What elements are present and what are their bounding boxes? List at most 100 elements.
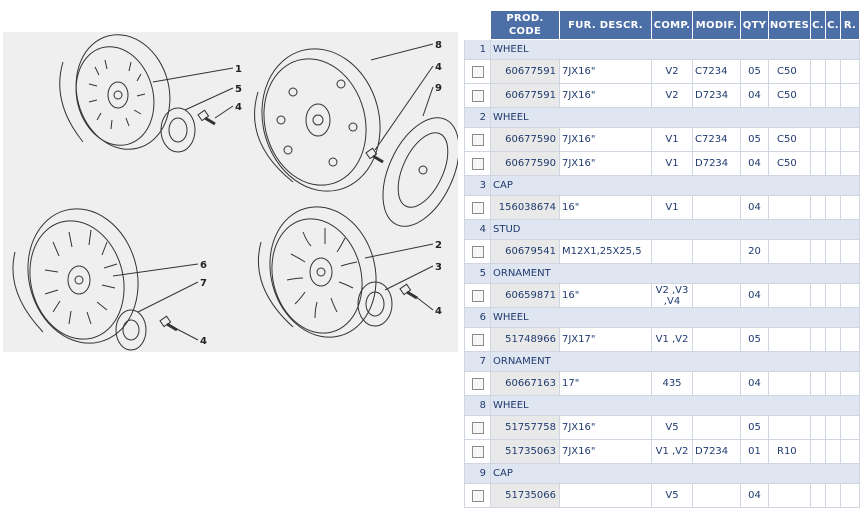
- group-name: WHEEL: [490, 395, 860, 416]
- description-cell: 17": [559, 371, 652, 396]
- description-cell: 7JX17": [559, 327, 652, 352]
- group-name: CAP: [490, 175, 860, 196]
- group-number: 1: [464, 39, 491, 60]
- col-comp: COMP.: [651, 10, 693, 40]
- prod-code-cell[interactable]: 156038674: [490, 195, 560, 220]
- c1-cell: [810, 415, 826, 440]
- row-select-cell: [464, 239, 491, 264]
- group-name: WHEEL: [490, 107, 860, 128]
- c2-cell: [825, 151, 841, 176]
- c1-cell: [810, 195, 826, 220]
- comp-cell: V5: [651, 483, 693, 508]
- callout-4d: 4: [435, 306, 442, 317]
- row-checkbox[interactable]: [471, 65, 484, 78]
- prod-code-cell[interactable]: 60677590: [490, 127, 560, 152]
- row-checkbox[interactable]: [471, 201, 484, 214]
- row-select-cell: [464, 283, 491, 308]
- group-name: ORNAMENT: [490, 263, 860, 284]
- row-checkbox[interactable]: [471, 377, 484, 390]
- c2-cell: [825, 415, 841, 440]
- row-checkbox[interactable]: [471, 289, 484, 302]
- table-header-row: PROD. CODE FUR. DESCR. COMP. MODIF. QTY …: [464, 10, 860, 40]
- col-prod-code: PROD. CODE: [490, 10, 560, 40]
- comp-cell: [651, 239, 693, 264]
- c1-cell: [810, 127, 826, 152]
- group-name: ORNAMENT: [490, 351, 860, 372]
- comp-cell: V1: [651, 195, 693, 220]
- row-select-cell: [464, 371, 491, 396]
- ornament-7-drawing: [115, 309, 147, 351]
- notes-cell: [768, 239, 811, 264]
- modif-cell: D7234: [692, 83, 741, 108]
- c1-cell: [810, 439, 826, 464]
- modif-cell: [692, 483, 741, 508]
- prod-code-cell[interactable]: 60667163: [490, 371, 560, 396]
- r-cell: [840, 127, 860, 152]
- wheel-8-drawing: [254, 48, 381, 192]
- c1-cell: [810, 151, 826, 176]
- row-checkbox[interactable]: [471, 89, 484, 102]
- c2-cell: [825, 371, 841, 396]
- callout-2: 2: [435, 240, 442, 251]
- qty-cell: 04: [740, 283, 769, 308]
- notes-cell: R10: [768, 439, 811, 464]
- r-cell: [840, 371, 860, 396]
- r-cell: [840, 195, 860, 220]
- notes-cell: [768, 327, 811, 352]
- comp-cell: V2 ,V3,V4: [651, 283, 693, 308]
- qty-cell: 05: [740, 59, 769, 84]
- notes-cell: C50: [768, 59, 811, 84]
- c1-cell: [810, 371, 826, 396]
- col-notes: NOTES: [768, 10, 811, 40]
- notes-cell: [768, 283, 811, 308]
- row-select-cell: [464, 439, 491, 464]
- parts-table: PROD. CODE FUR. DESCR. COMP. MODIF. QTY …: [464, 10, 860, 508]
- modif-cell: [692, 327, 741, 352]
- r-cell: [840, 83, 860, 108]
- row-checkbox[interactable]: [471, 133, 484, 146]
- row-checkbox[interactable]: [471, 445, 484, 458]
- row-checkbox[interactable]: [471, 489, 484, 502]
- prod-code-cell[interactable]: 51735066: [490, 483, 560, 508]
- prod-code-cell[interactable]: 60677590: [490, 151, 560, 176]
- modif-cell: [692, 371, 741, 396]
- row-checkbox[interactable]: [471, 333, 484, 346]
- col-qty: QTY: [740, 10, 769, 40]
- prod-code-cell[interactable]: 51735063: [490, 439, 560, 464]
- description-cell: M12X1,25X25,5: [559, 239, 652, 264]
- prod-code-cell[interactable]: 60677591: [490, 83, 560, 108]
- row-select-cell: [464, 83, 491, 108]
- qty-cell: 04: [740, 195, 769, 220]
- col-c2: C.: [825, 10, 841, 40]
- stud-4d-drawing: [399, 283, 418, 300]
- row-checkbox[interactable]: [471, 245, 484, 258]
- exploded-parts-diagram: 1 5 4 8 4 9 6 7 4 2 3 4: [3, 32, 458, 352]
- description-cell: 16": [559, 195, 652, 220]
- row-checkbox[interactable]: [471, 421, 484, 434]
- c1-cell: [810, 327, 826, 352]
- prod-code-cell[interactable]: 60659871: [490, 283, 560, 308]
- notes-cell: C50: [768, 83, 811, 108]
- prod-code-cell[interactable]: 51757758: [490, 415, 560, 440]
- r-cell: [840, 483, 860, 508]
- col-r: R.: [840, 10, 860, 40]
- ornament-5-drawing: [160, 107, 196, 153]
- prod-code-cell[interactable]: 60679541: [490, 239, 560, 264]
- select-column-header: [464, 10, 491, 40]
- prod-code-cell[interactable]: 51748966: [490, 327, 560, 352]
- c2-cell: [825, 239, 841, 264]
- c1-cell: [810, 83, 826, 108]
- callout-1: 1: [235, 64, 242, 75]
- prod-code-cell[interactable]: 60677591: [490, 59, 560, 84]
- row-checkbox[interactable]: [471, 157, 484, 170]
- group-number: 5: [464, 263, 491, 284]
- wheel-1-drawing: [59, 34, 171, 150]
